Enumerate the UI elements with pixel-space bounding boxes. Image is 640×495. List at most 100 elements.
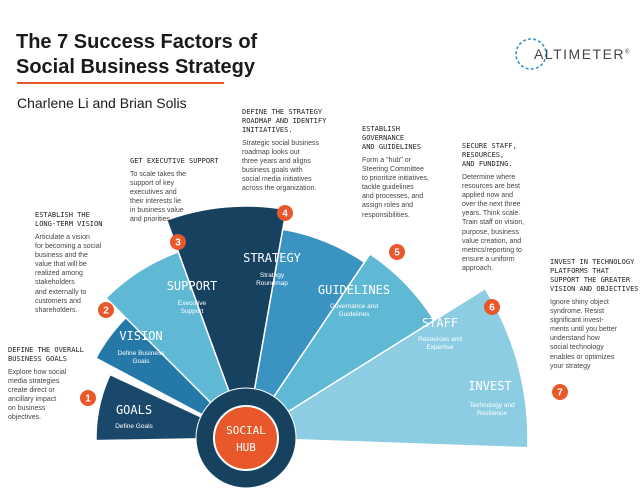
note-body-line: responsibilities. — [362, 211, 410, 219]
hub-label: HUB — [236, 441, 256, 454]
number-label: 5 — [394, 248, 400, 259]
number-label: 6 — [489, 303, 495, 314]
note-heading-line: BUSINESS GOALS — [8, 355, 68, 363]
note-body-line: and externally to — [35, 288, 87, 296]
number-badge — [170, 234, 186, 250]
number-badge — [552, 384, 568, 400]
segment-subtitle: Goals — [133, 358, 151, 365]
segment-title: GUIDELINES — [318, 283, 390, 297]
segment-subtitle: Expertise — [426, 344, 453, 351]
note-heading: SECURE STAFF,RESOURCES,AND FUNDING. — [462, 142, 524, 169]
note-body-line: support of key — [130, 180, 174, 188]
social-hub-circle — [213, 405, 279, 471]
number-label: 4 — [282, 209, 288, 220]
note-body-line: ments until you better — [550, 326, 617, 334]
title-line: The 7 Success Factors of — [16, 31, 258, 53]
note-heading-line: SECURE STAFF, — [462, 142, 517, 150]
note-body-line: Ignore shiny object — [550, 299, 609, 306]
segment-subtitle: Strategy — [260, 272, 285, 279]
number-label: 3 — [175, 238, 181, 249]
note-heading-line: SUPPORT THE GREATER — [550, 276, 631, 284]
note-body-line: ancillary impact — [8, 396, 57, 404]
note-heading-line: INVEST IN TECHNOLOGY — [550, 258, 635, 266]
segment-subtitle: Executive — [178, 300, 207, 307]
segment-title: STRATEGY — [243, 251, 302, 265]
page-title: The 7 Success Factors of Social Business… — [16, 30, 296, 80]
note-body-line: executives and — [130, 189, 177, 197]
note-heading-line: AND GUIDELINES — [362, 143, 422, 151]
note-body-line: assign roles and — [362, 202, 413, 210]
note-body: Articulate a vision for becoming a social… — [35, 233, 102, 315]
note-body-line: across the organization. — [242, 185, 317, 193]
note-body-line: three years and aligns — [242, 158, 311, 166]
note-body-line: Articulate a vision — [35, 234, 90, 241]
note-body-line: purpose, business — [462, 228, 519, 236]
note-body-line: applied now and — [462, 192, 513, 200]
note-body-line: their interests lie — [130, 198, 181, 206]
note-heading-line: DEFINE THE OVERALL — [8, 346, 84, 354]
title-line: Social Business Strategy — [16, 56, 255, 78]
segment-subtitle: Support — [181, 308, 204, 315]
segment-invest — [243, 287, 529, 449]
note-body-line: Determine where — [462, 174, 516, 181]
note-body-line: your strategy — [550, 362, 591, 370]
note-body-line: value creation, and — [462, 237, 522, 245]
number-badge — [80, 390, 96, 406]
note-body-line: tackle guidelines — [362, 184, 414, 192]
note-heading-line: ROADMAP AND IDENTIFY — [242, 117, 327, 125]
note-body-line: and priorities. — [130, 216, 173, 224]
note-heading: GET EXECUTIVE SUPPORT — [130, 157, 219, 166]
note-staff: SECURE STAFF,RESOURCES,AND FUNDING. Deter… — [462, 142, 524, 273]
number-label: 2 — [103, 306, 109, 317]
altimeter-arc-icon — [515, 38, 547, 70]
note-body-line: Train staff on vision, — [462, 219, 525, 227]
note-body-line: enables or optimizes — [550, 353, 615, 361]
note-body-line: social media initiatives — [242, 176, 312, 184]
note-body-line: realized among — [35, 270, 83, 278]
logo-text: ALTIMETER® — [534, 46, 631, 62]
note-body-line: and processes, and — [362, 193, 424, 201]
note-body-line: for becoming a social — [35, 243, 102, 251]
segment-group — [94, 205, 529, 489]
note-body-line: Steering Committee — [362, 166, 424, 174]
segment-subtitle: Guidelines — [339, 311, 370, 318]
note-heading-line: RESOURCES, — [462, 151, 505, 159]
segment-subtitle: Governance and — [330, 303, 378, 310]
segment-subtitle: Resources and — [418, 336, 462, 343]
note-body-line: create direct or — [8, 387, 55, 395]
note-body-line: shareholders. — [35, 306, 78, 314]
note-body-line: business goals with — [242, 167, 303, 175]
hub-label: SOCIAL — [226, 424, 266, 437]
segment-subtitle: Define Goals — [115, 423, 153, 430]
note-body-line: resources are best — [462, 183, 520, 191]
note-heading-line: ESTABLISH THE — [35, 211, 90, 219]
number-label: 1 — [85, 394, 91, 405]
note-body-line: approach. — [462, 264, 494, 272]
note-body-line: over the next three — [462, 201, 521, 209]
note-body-line: syndrome. Resist — [550, 308, 605, 316]
segment-title: INVEST — [468, 379, 511, 393]
note-heading-line: PLATFORMS THAT — [550, 267, 610, 275]
segment-subtitle: Technology and — [469, 402, 515, 409]
note-heading-line: LONG-TERM VISION — [35, 220, 103, 228]
note-body-line: to prioritize initiatives, — [362, 175, 429, 183]
altimeter-logo: ALTIMETER® — [512, 34, 629, 74]
note-body-line: objectives. — [8, 414, 42, 422]
note-body-line: social technology — [550, 344, 604, 352]
title-underline — [17, 82, 224, 84]
segment-title: STAFF — [422, 316, 458, 330]
number-badge — [389, 244, 405, 260]
